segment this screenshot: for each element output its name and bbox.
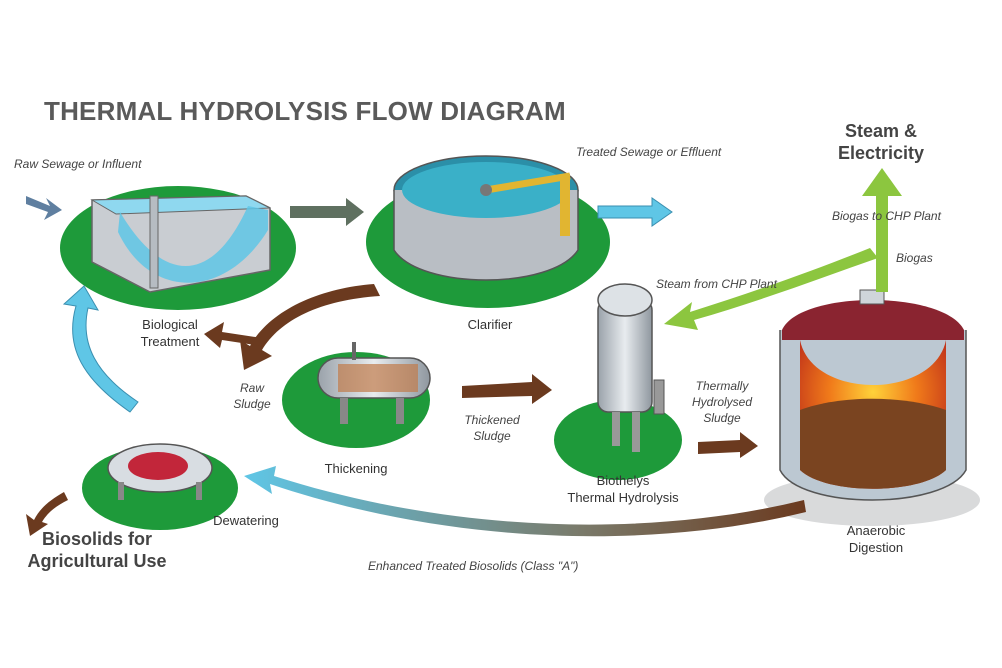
clarifier-tank xyxy=(393,155,579,281)
label-thermal-hydrolysis: Biothelys Thermal Hydrolysis xyxy=(567,473,679,505)
arrow-effluent xyxy=(597,197,673,227)
label-biogas-to-chp: Biogas to CHP Plant xyxy=(832,209,941,223)
arrow-raw-sewage xyxy=(26,196,62,220)
hydrolysis-vessel xyxy=(597,283,665,452)
label-thickening: Thickening xyxy=(324,461,388,476)
arrow-recycle xyxy=(62,285,139,413)
diagram-title: THERMAL HYDROLYSIS FLOW DIAGRAM xyxy=(44,96,566,126)
arrow-thickened-sludge xyxy=(462,374,552,404)
label-enhanced-biosolids: Enhanced Treated Biosolids (Class "A") xyxy=(368,559,579,573)
biological-treatment-basin xyxy=(90,195,271,293)
label-biological-treatment: Biological Treatment xyxy=(140,317,200,349)
arrow-enhanced-biosolids xyxy=(244,466,806,537)
label-raw-sludge: Raw Sludge xyxy=(233,381,271,411)
dewatering-press xyxy=(107,443,213,500)
label-biosolids-output: Biosolids for Agricultural Use xyxy=(27,529,167,571)
label-anaerobic-digestion: Anaerobic Digestion xyxy=(846,523,906,555)
arrow-raw-sludge xyxy=(240,284,380,370)
thickening-drum xyxy=(317,342,431,424)
anaerobic-digester xyxy=(764,289,980,526)
arrow-hydrolysed-sludge xyxy=(698,432,758,458)
arrow-sludge-to-bio xyxy=(204,322,262,348)
label-thermally-hydrolysed: Thermally Hydrolysed Sludge xyxy=(691,379,753,425)
arrow-bio-to-clarifier xyxy=(290,198,364,226)
arrow-steam-from-chp xyxy=(664,248,878,330)
label-raw-sewage: Raw Sewage or Influent xyxy=(14,157,142,171)
label-biogas: Biogas xyxy=(896,251,933,265)
label-clarifier: Clarifier xyxy=(467,317,513,332)
label-steam-electricity: Steam & Electricity xyxy=(837,121,925,163)
label-dewatering: Dewatering xyxy=(213,513,279,528)
label-treated-sewage: Treated Sewage or Effluent xyxy=(576,145,722,159)
label-steam-from-chp: Steam from CHP Plant xyxy=(656,277,777,291)
label-thickened-sludge: Thickened Sludge xyxy=(464,413,520,443)
arrow-biogas-up xyxy=(862,168,902,292)
arrow-biosolids-out xyxy=(26,492,68,536)
